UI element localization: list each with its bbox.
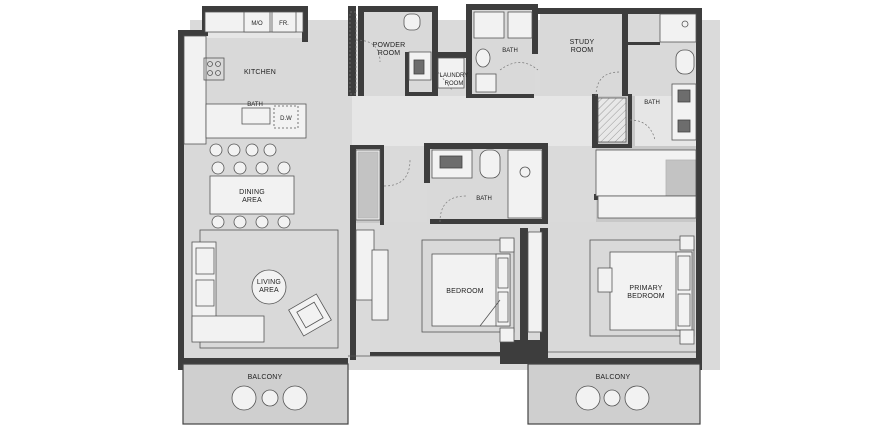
label-bath-kitchen: BATH (247, 102, 263, 108)
label-powder-2: ROOM (378, 50, 401, 57)
label-bath-top: BATH (502, 48, 518, 54)
label-primary-1: PRIMARY (629, 285, 662, 292)
label-powder-1: POWDER (373, 42, 406, 49)
label-bedroom: BEDROOM (446, 288, 484, 295)
label-dining-2: AREA (242, 197, 262, 204)
walls (178, 4, 702, 370)
label-fr: FR. (279, 21, 289, 27)
dining-table (209, 161, 295, 229)
label-living-2: AREA (259, 287, 279, 294)
label-kitchen: KITCHEN (244, 69, 276, 76)
room-labels: KITCHEN M/O FR. BATH D.W POWDER ROOM LAU… (239, 21, 665, 381)
label-bath-mid: BATH (476, 196, 492, 202)
wardrobes (355, 149, 697, 333)
label-balcony-right: BALCONY (596, 374, 631, 381)
kitchen-fixtures (183, 11, 307, 157)
bath-top-fixtures (473, 11, 539, 93)
label-laundry-2: ROOM (445, 81, 464, 87)
label-balcony-left: BALCONY (248, 374, 283, 381)
primary-bedroom-furniture (589, 235, 695, 345)
label-study-2: ROOM (571, 47, 594, 54)
bath-mid-fixtures (383, 149, 543, 223)
label-study-1: STUDY (570, 39, 595, 46)
label-living-1: LIVING (257, 279, 281, 286)
bedroom-furniture (421, 237, 515, 343)
label-mo: M/O (251, 21, 263, 27)
label-bath-right: BATH (644, 100, 660, 106)
bath-right-fixtures (597, 13, 697, 143)
powder-fixtures (349, 11, 465, 95)
label-primary-2: BEDROOM (627, 293, 665, 300)
label-laundry-1: LAUNDRY (440, 73, 469, 79)
label-dw: D.W (280, 116, 292, 122)
living-furniture (191, 229, 339, 349)
label-dining-1: DINING (239, 189, 265, 196)
balconies (182, 351, 701, 425)
